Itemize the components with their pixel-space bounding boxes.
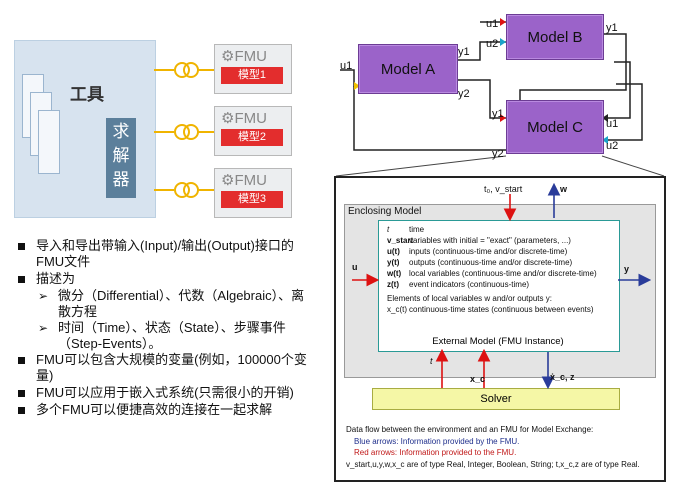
fmu-gear-icon: ⚙ xyxy=(221,172,235,189)
arrow-xc-label: x_c xyxy=(470,374,486,384)
var-row: x_c(t)continuous-time states (continuous… xyxy=(387,304,611,315)
var-symbol: w(t) xyxy=(387,269,402,278)
model-b: Model B xyxy=(506,14,604,60)
var-row: v_startvariables with initial = "exact" … xyxy=(387,235,611,246)
var-symbol: t xyxy=(387,225,390,234)
model-tag: 模型3 xyxy=(221,191,283,208)
fmu-box-3: ⚙FMU 模型3 xyxy=(214,168,292,218)
solver-box: Solver xyxy=(372,388,620,410)
legend-line: Data flow between the environment and an… xyxy=(346,425,594,434)
fmu-legend: Data flow between the environment and an… xyxy=(346,424,658,470)
var-desc: variables with initial = "exact" (parame… xyxy=(409,236,571,245)
solver-bar: 求 解 器 xyxy=(106,118,136,198)
tool-label: 工具 xyxy=(70,85,104,104)
var-desc: time xyxy=(409,225,425,234)
var-row: z(t) event indicators (continuous-time) xyxy=(387,279,611,290)
top-output-label: w xyxy=(560,184,568,194)
solver-char: 器 xyxy=(112,170,130,189)
var-desc: inputs (continuous-time and/or discrete-… xyxy=(409,247,568,256)
port-label: y2 xyxy=(492,148,504,160)
port-label: u1 xyxy=(606,118,619,130)
legend-line: Blue arrows: Information provided by the… xyxy=(354,436,520,446)
model-tag: 模型2 xyxy=(221,129,283,146)
var-symbol: x_c(t) xyxy=(387,305,407,314)
var-symbol: v_start xyxy=(387,236,414,245)
model-wiring xyxy=(335,18,665,176)
model-a: Model A xyxy=(358,44,458,94)
port-label: y1 xyxy=(606,22,618,34)
var-desc: local variables (continuous-time and/or … xyxy=(409,269,597,278)
fmu-box-1: ⚙FMU 模型1 xyxy=(214,44,292,94)
var-symbol: z(t) xyxy=(387,280,399,289)
external-model-label: External Model (FMU Instance) xyxy=(432,336,564,347)
bullet-item: 描述为 xyxy=(16,271,316,287)
fmu-box-2: ⚙FMU 模型2 xyxy=(214,106,292,156)
fmu-title-text: FMU xyxy=(234,48,267,65)
arrow-t-label: t xyxy=(430,356,433,366)
bullet-subitem: 微分（Differential）、代数（Algebraic）、离散方程 xyxy=(16,288,316,320)
model-tag: 模型1 xyxy=(221,67,283,84)
port-label: u2 xyxy=(486,38,499,50)
fmu-connectors xyxy=(154,62,214,198)
var-row: t time xyxy=(387,224,611,235)
bullet-item: FMU可以应用于嵌入式系统(只需很小的开销) xyxy=(16,385,316,401)
var-desc: outputs (continuous-time and/or discrete… xyxy=(409,258,573,267)
port-label: u2 xyxy=(606,140,619,152)
external-model-box: t time v_startvariables with initial = "e… xyxy=(378,220,620,352)
bullet-item: 导入和导出带输入(Input)/输出(Output)接口的FMU文件 xyxy=(16,238,316,270)
bullet-item: 多个FMU可以便捷高效的连接在一起求解 xyxy=(16,402,316,418)
port-label: y2 xyxy=(458,88,470,100)
bullet-item: FMU可以包含大规模的变量(例如，100000个变量) xyxy=(16,352,316,384)
var-row: w(t) local variables (continuous-time and… xyxy=(387,268,611,279)
right-output-label: y xyxy=(624,264,630,274)
var-symbol: y(t) xyxy=(387,258,400,267)
var-row: y(t) outputs (continuous-time and/or disc… xyxy=(387,257,611,268)
model-c: Model C xyxy=(506,100,604,154)
fmu-title: ⚙FMU xyxy=(221,171,267,189)
port-label: u1 xyxy=(340,60,353,72)
top-input-label: t₀, v_start xyxy=(484,184,523,194)
var-desc: continuous-time states (continuous betwe… xyxy=(409,305,594,314)
legend-line: Red arrows: Information provided to the … xyxy=(354,448,517,457)
fmu-title: ⚙FMU xyxy=(221,109,267,127)
solver-char: 解 xyxy=(112,146,130,165)
fmu-title: ⚙FMU xyxy=(221,47,267,65)
port-label: y1 xyxy=(458,46,470,58)
fmu-gear-icon: ⚙ xyxy=(221,48,235,65)
solver-char: 求 xyxy=(112,122,130,141)
fmu-gear-icon: ⚙ xyxy=(221,110,235,127)
legend-line: v_start,u,y,w,x_c are of type Real, Inte… xyxy=(346,459,640,469)
port-label: u1 xyxy=(486,18,499,30)
fmu-title-text: FMU xyxy=(234,110,267,127)
var-row: u(t) inputs (continuous-time and/or discr… xyxy=(387,246,611,257)
fmu-title-text: FMU xyxy=(234,172,267,189)
var-desc: event indicators (continuous-time) xyxy=(409,280,530,289)
bullet-subitem: 时间（Time）、状态（State）、步骤事件（Step-Events）。 xyxy=(16,320,316,352)
arrow-xdot-label: ẋ_c, z xyxy=(550,372,575,382)
var-symbol: u(t) xyxy=(387,247,400,256)
fmu-arrows xyxy=(352,182,652,390)
bullet-list: 导入和导出带输入(Input)/输出(Output)接口的FMU文件 描述为 微… xyxy=(16,238,316,419)
left-input-label: u xyxy=(352,262,358,272)
enclosing-label: Enclosing Model xyxy=(348,206,422,217)
elements-line: Elements of local variables w and/or out… xyxy=(387,294,552,303)
port-label: y1 xyxy=(492,108,504,120)
document-icon xyxy=(38,110,60,174)
